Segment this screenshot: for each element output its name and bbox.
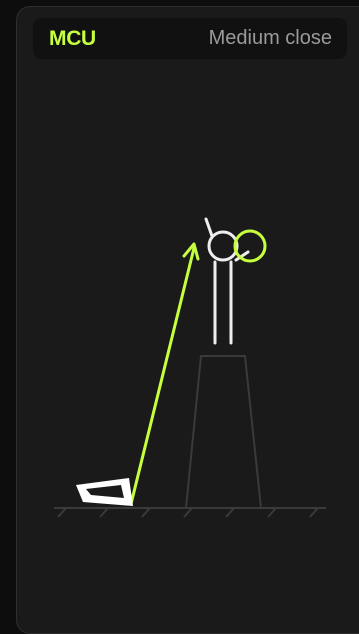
- ground-line: [54, 508, 326, 517]
- head-focus-circle: [235, 231, 265, 261]
- shot-diagram: [0, 0, 359, 619]
- camera-icon[interactable]: [76, 478, 133, 506]
- pedestal: [186, 356, 261, 508]
- camera-direction-arrow: [131, 244, 198, 504]
- subject-figure: [206, 219, 248, 343]
